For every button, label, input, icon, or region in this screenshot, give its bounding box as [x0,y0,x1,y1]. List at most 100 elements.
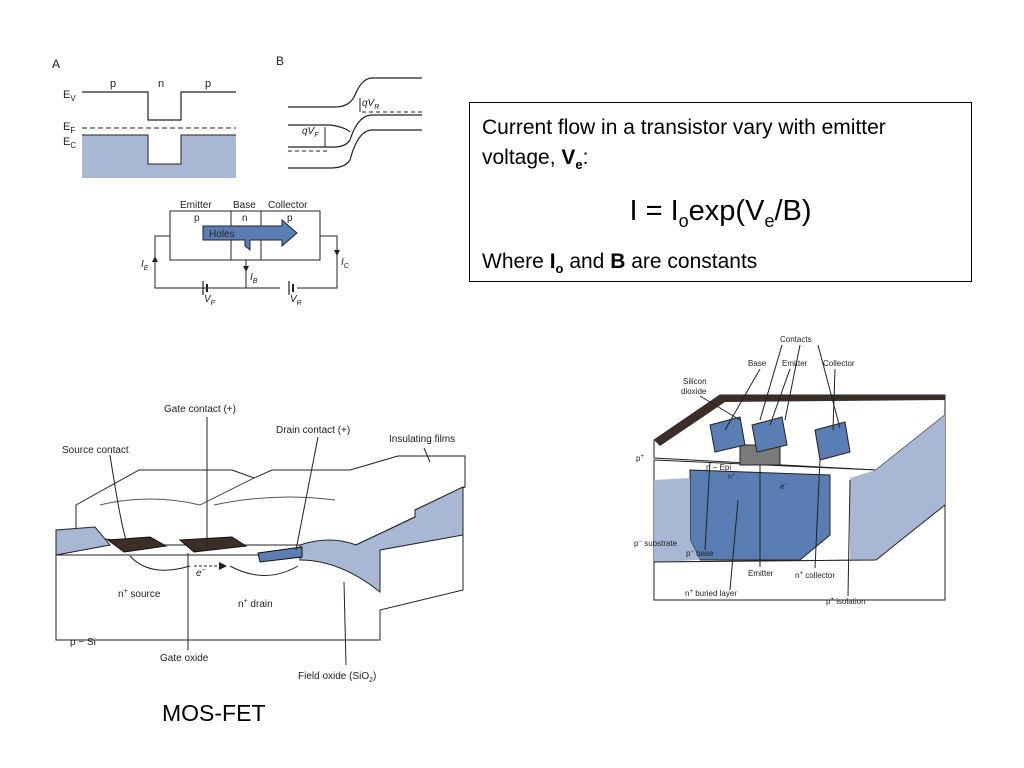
band-diagram-b: B qVR qVF [276,54,422,169]
panel-a-label: A [52,57,60,71]
contacts-leader-2 [784,344,801,421]
circuit-region-p1: p [194,213,200,224]
band-b-lower-line [288,114,422,148]
band-a-region-p2: p [205,78,211,90]
ie-label: IE [141,259,149,272]
silicon-dioxide-leader [699,395,741,421]
p-substrate-left [654,478,700,562]
drain-contact-pad [257,546,303,563]
collector-contact-bar [814,421,851,461]
circuit-collector-label: Collector [268,200,308,211]
p-plus-label: p+ [636,454,644,463]
qvf-label: qVF [302,126,319,139]
p-isolation-label: p+ isolation [826,597,866,606]
field-oxide-leader [343,581,347,666]
contacts-label: Contacts [780,335,812,344]
ib-arrowhead [243,266,249,272]
gate-contact-label: Gate contact (+) [164,404,236,415]
holes-arrow [202,218,298,252]
ef-label: EF [63,121,75,135]
n-buried-label: n+ buried layer [685,589,737,598]
band-b-middle-line [288,124,351,133]
p-si-label: p − Si [70,637,96,648]
band-diagram-a: A p n p EV EF EC [52,57,236,178]
circuit-region-p2: p [287,213,293,224]
collector-wire [297,235,338,289]
ic-arrowhead [334,250,340,256]
n-buried-leader [729,499,739,591]
n-epi-label: n − Epi [706,463,731,472]
drain-contact-label: Drain contact (+) [276,425,350,436]
band-a-region-n: n [158,78,164,90]
mosfet-caption: MOS-FET [162,700,266,726]
panel-b-label: B [276,54,284,68]
field-oxide-label: Field oxide (SiO2) [298,671,376,684]
equation-box: Current flow in a transistor vary with e… [469,102,972,282]
circuit-region-n: n [242,213,248,224]
field-oxide-right [299,486,464,594]
mosfet-diagram: Gate contact (+) Drain contact (+) Sourc… [55,404,466,684]
field-oxide-left [55,526,111,556]
p-isolation-leader [847,479,851,597]
base-contact-bar [709,416,746,453]
mosfet-ridge-1 [99,477,255,506]
n-drain-label: n+ drain [238,598,273,610]
drain-well [229,565,299,576]
mosfet-ridge-2 [213,496,336,506]
holes-label: Holes [209,229,235,240]
ev-label: EV [63,89,76,103]
bjt-circuit: Emitter Base Collector p n p Holes IE IB… [141,200,350,307]
current-equation: I = Ioexp(Ve/B) [629,195,812,231]
insulating-films-label: Insulating films [389,434,455,445]
bjt-chip-diagram: Contacts Base Emitter Collector Silicon … [634,335,946,606]
emitter-bottom-label: Emitter [748,569,774,578]
collector-leader [832,368,836,431]
chip-base-label: Base [748,359,767,368]
source-well [129,555,191,571]
source-contact-label: Source contact [62,445,129,456]
dioxide-label: dioxide [681,387,707,396]
conduction-band-line [82,134,236,165]
band-b-bottom-line [288,129,422,169]
chip-base-slab [653,503,946,601]
silicon-label: Silicon [683,377,707,386]
p-base-label: p− base [686,549,714,558]
ie-arrowhead [152,256,158,262]
equation-intro-text: Current flow in a transistor vary with e… [482,116,886,173]
ic-label: IC [341,257,350,270]
n-collector-leader [814,459,821,569]
n-collector-label: n+ collector [795,571,835,580]
conduction-band-fill [82,135,236,178]
base-leader [724,368,761,431]
ib-label: IB [250,272,258,285]
source-contact-leader [109,454,127,541]
gate-oxide-label: Gate oxide [160,653,209,664]
gate-contact-pad [178,536,248,553]
chip-emitter-label: Emitter [782,359,808,368]
circuit-emitter-label: Emitter [180,200,212,211]
p-base-leader [704,461,711,551]
chip-oxide-top [654,395,945,446]
emitter-voltage-symbol: Ve [561,146,583,173]
band-a-region-p1: p [110,78,116,90]
p-substrate-label: p− substrate [634,539,678,548]
chip-collector-label: Collector [823,359,855,368]
qvr-label: qVR [362,98,379,111]
vf-label: VF [204,294,216,307]
emitter-leader [769,368,791,426]
vr-label: VR [290,294,302,307]
chip-electron-label: e− [780,482,788,491]
drain-contact-leader [295,436,319,551]
n-plus-small-label: n+ [728,472,735,481]
mosfet-electron-label: e− [196,567,206,579]
insulating-films-leader [423,447,431,463]
constants-note: Where Io and B are constants [482,250,758,277]
source-contact-pad [106,536,168,553]
n-source-label: n+ source [118,588,161,600]
contacts-leader-1 [759,344,783,421]
ec-label: EC [63,136,76,150]
contacts-leader-3 [817,344,841,429]
valence-band-line [82,91,236,121]
band-b-upper-line [288,77,422,108]
